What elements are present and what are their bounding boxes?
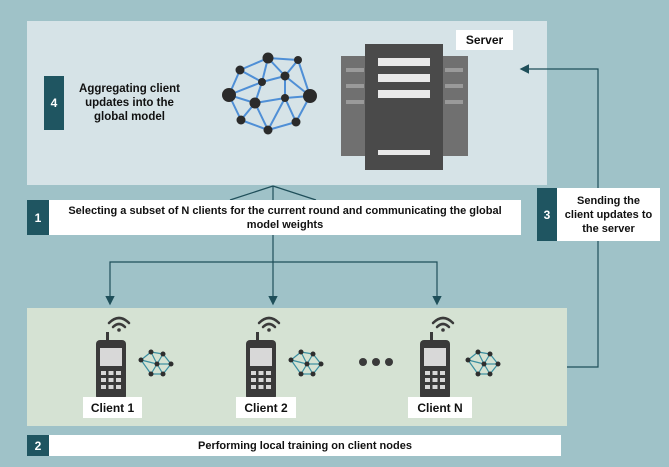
server-rack-icon — [341, 44, 468, 170]
step-2-number: 2 — [27, 435, 49, 456]
client-1-device — [96, 316, 175, 400]
step-2-text: Performing local training on client node… — [198, 439, 412, 452]
step-3-text: Sending the client updates to the server — [564, 194, 653, 235]
client-n-device — [420, 316, 502, 400]
client-2-device — [246, 316, 325, 400]
step-1-box: 1 Selecting a subset of N clients for th… — [27, 200, 521, 235]
step-4-number: 4 — [44, 76, 64, 130]
step-4-text: Aggregating client updates into the glob… — [79, 83, 180, 123]
client-2-label: Client 2 — [236, 397, 296, 418]
server-label: Server — [456, 30, 513, 50]
client-1-label: Client 1 — [83, 397, 142, 418]
step-2-box: 2 Performing local training on client no… — [27, 435, 561, 456]
distribution-arrows — [105, 185, 442, 306]
step-1-number: 1 — [27, 200, 49, 235]
neural-network-icon — [222, 52, 317, 135]
step-3-box: 3 Sending the client updates to the serv… — [537, 188, 660, 241]
client-n-label: Client N — [408, 397, 472, 418]
step-1-text: Selecting a subset of N clients for the … — [68, 204, 502, 231]
step-3-number: 3 — [537, 188, 557, 241]
step-4-box: 4 Aggregating client updates into the gl… — [44, 76, 195, 130]
ellipsis-icon — [359, 358, 393, 366]
